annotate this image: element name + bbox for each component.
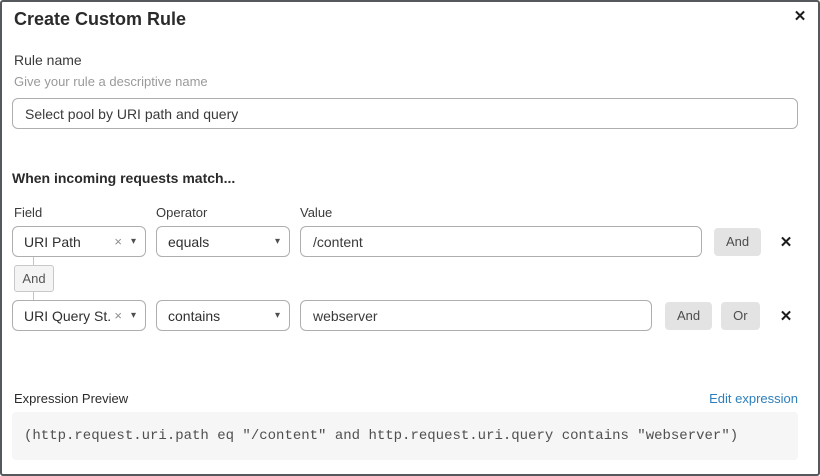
rule-name-hint: Give your rule a descriptive name xyxy=(14,74,208,89)
close-icon[interactable]: ✕ xyxy=(793,8,807,25)
delete-condition-icon-2[interactable]: ✕ xyxy=(779,307,793,325)
delete-condition-icon-1[interactable]: ✕ xyxy=(779,233,793,251)
value-input-1[interactable] xyxy=(300,226,702,257)
condition-row-1: URI Path × ▾ equals ▾ And ✕ xyxy=(12,226,798,257)
chevron-down-icon: ▾ xyxy=(274,236,280,247)
edit-expression-link[interactable]: Edit expression xyxy=(709,391,798,406)
add-or-condition-button-2[interactable]: Or xyxy=(721,301,760,330)
value-input-2[interactable] xyxy=(300,300,652,331)
column-label-operator: Operator xyxy=(156,205,208,220)
clear-icon[interactable]: × xyxy=(114,308,122,323)
chevron-down-icon: ▾ xyxy=(130,236,136,247)
expression-preview-label: Expression Preview xyxy=(14,391,129,406)
add-and-condition-button-1[interactable]: And xyxy=(714,227,762,256)
column-label-field: Field xyxy=(14,205,43,220)
operator-select-2[interactable]: contains ▾ xyxy=(156,300,290,331)
chevron-down-icon: ▾ xyxy=(274,310,280,321)
field-select-2[interactable]: URI Query St... × ▾ xyxy=(12,300,146,331)
matcher-heading: When incoming requests match... xyxy=(12,170,236,186)
joiner-and-chip: And xyxy=(14,265,54,292)
add-and-condition-button-2[interactable]: And xyxy=(665,301,713,330)
operator-select-2-value: contains xyxy=(168,307,221,324)
column-label-value: Value xyxy=(300,205,333,220)
dialog-title: Create Custom Rule xyxy=(14,9,187,29)
joiner-connector-line-top xyxy=(33,257,34,265)
rule-name-label: Rule name xyxy=(14,52,82,68)
rule-name-input[interactable] xyxy=(12,98,798,129)
expression-preview-code: (http.request.uri.path eq "/content" and… xyxy=(24,428,739,444)
joiner-connector-line-bottom xyxy=(33,292,34,300)
clear-icon[interactable]: × xyxy=(114,234,122,249)
chevron-down-icon: ▾ xyxy=(130,310,136,321)
condition-row-2: URI Query St... × ▾ contains ▾ And Or ✕ xyxy=(12,300,798,331)
field-select-1[interactable]: URI Path × ▾ xyxy=(12,226,146,257)
operator-select-1-value: equals xyxy=(168,233,210,250)
field-select-1-value: URI Path xyxy=(24,233,81,250)
operator-select-1[interactable]: equals ▾ xyxy=(156,226,290,257)
expression-preview-box: (http.request.uri.path eq "/content" and… xyxy=(12,412,798,460)
field-select-2-value: URI Query St... xyxy=(24,307,113,324)
